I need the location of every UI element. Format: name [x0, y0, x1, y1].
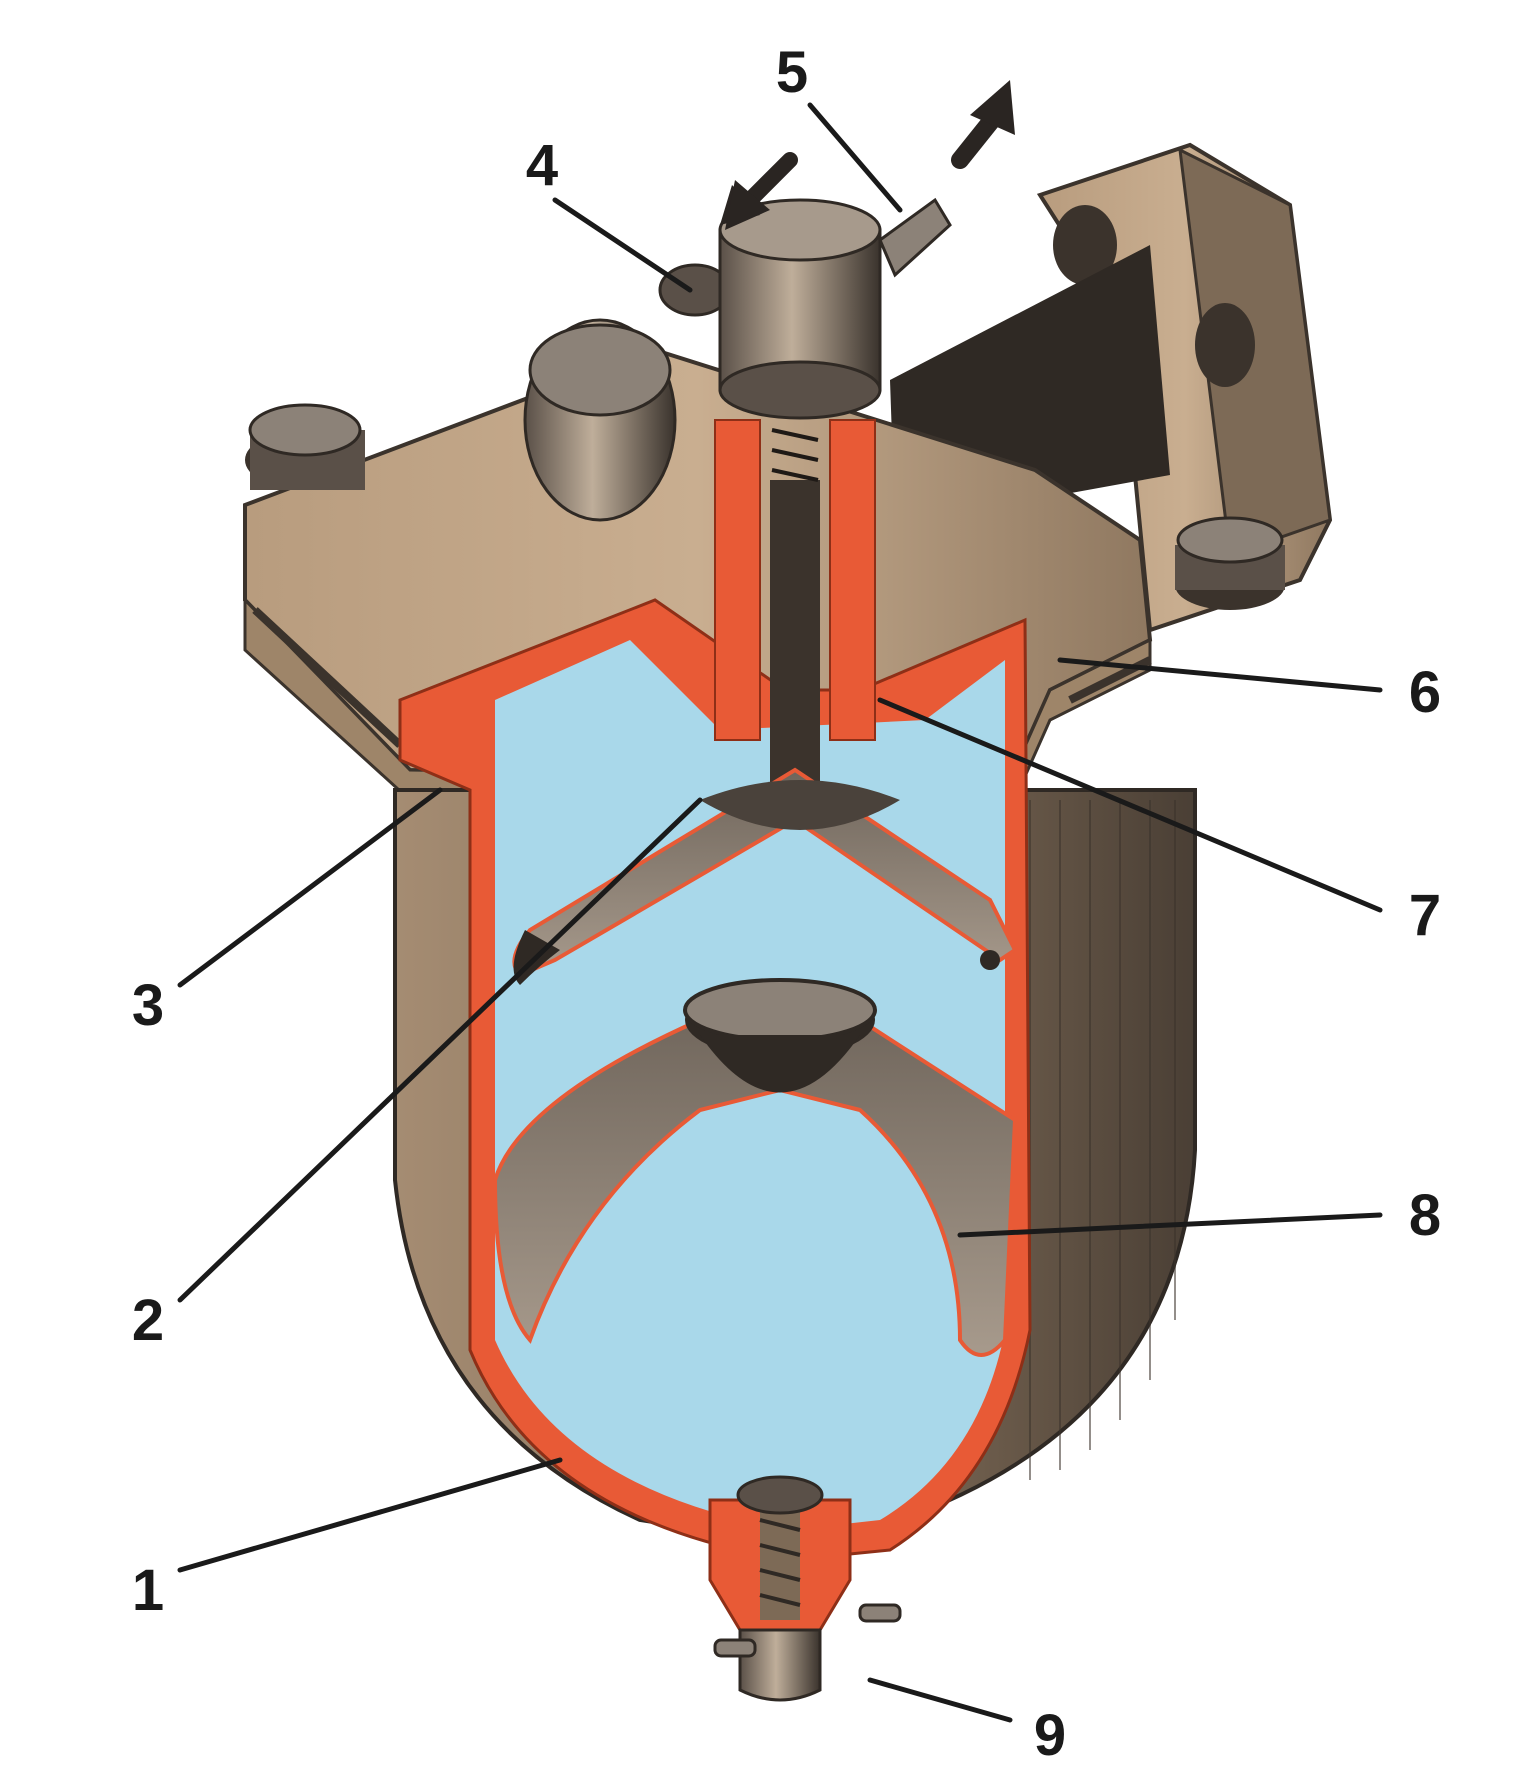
mounting-bracket: [890, 142, 1333, 633]
leader-lines: [177, 102, 1383, 1723]
callout-8: 8: [1409, 1183, 1441, 1248]
drain-plug: [708, 1475, 902, 1702]
callout-9: 9: [1034, 1703, 1066, 1768]
callout-7: 7: [1409, 883, 1441, 948]
callout-labels: 1 2 3 4 5 6 7 8 9: [132, 40, 1441, 1768]
callout-2: 2: [132, 1288, 164, 1353]
settling-cone: [492, 978, 1018, 1357]
callout-1: 1: [132, 1558, 164, 1623]
callout-3: 3: [132, 973, 164, 1038]
outlet-flow-arrow: [951, 80, 1015, 169]
callout-4: 4: [526, 133, 558, 198]
callout-5: 5: [776, 40, 808, 105]
reflector-cone: [512, 767, 1018, 985]
inlet-flow-arrow: [720, 152, 798, 230]
callout-6: 6: [1409, 660, 1441, 725]
